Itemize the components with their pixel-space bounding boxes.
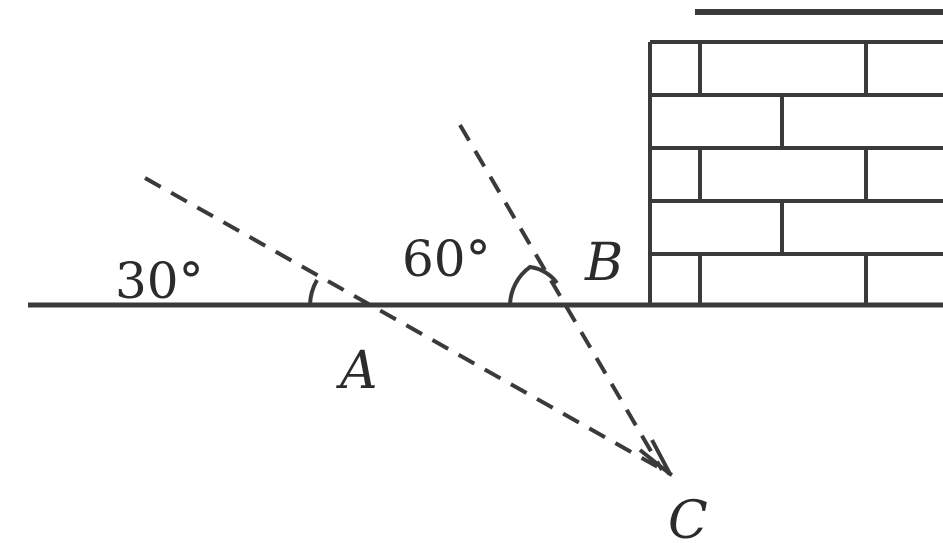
- brick-wall: [648, 40, 943, 305]
- sightline-b: [458, 123, 664, 472]
- angle-arc-b: [508, 264, 559, 306]
- angle-label-b: 60°: [402, 230, 491, 288]
- point-label-a: A: [336, 341, 378, 401]
- angle-arc-a: [308, 278, 319, 306]
- point-label-c: C: [668, 491, 708, 543]
- arrowhead-c: [638, 439, 672, 476]
- sightline-a: [144, 176, 673, 477]
- angle-label-a: 30°: [115, 252, 204, 310]
- point-label-b: B: [584, 233, 623, 293]
